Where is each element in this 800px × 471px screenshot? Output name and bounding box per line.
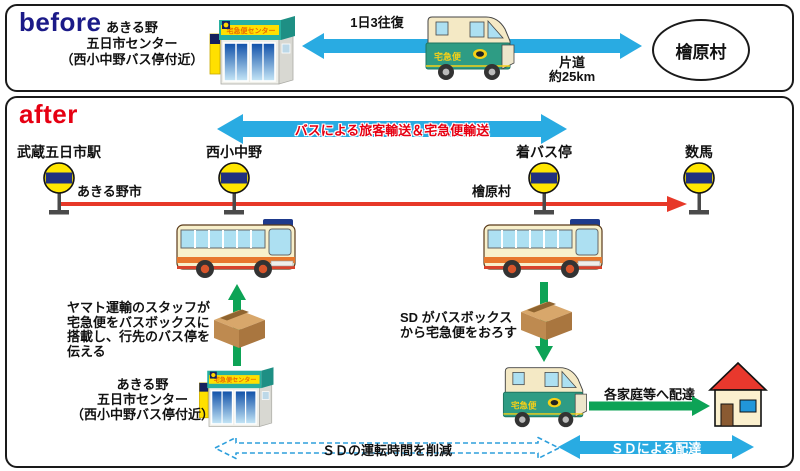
bus-stop-kazuma: 数馬 <box>624 144 774 217</box>
yamato-truck-icon: 宅急便 <box>422 11 517 88</box>
sd-delivery-arrow: ＳＤによる配達 <box>558 435 754 459</box>
bus-stop-arrival: 着バス停 <box>469 144 619 217</box>
truck-side-text: 宅急便 <box>434 51 462 62</box>
parcel-box-icon <box>212 308 267 355</box>
bus-stop-name: 着バス停 <box>516 144 572 160</box>
building-sign-text: 宅急便センター <box>214 376 257 384</box>
after-panel: after バスによる旅客輸送＆宅急便輸送 あきる野市 檜原村 武蔵五日市駅 西… <box>5 96 794 468</box>
arrow-bar: バスによる旅客輸送＆宅急便輸送 <box>243 121 541 138</box>
after-center-name: あきる野 五日市センター （西小中野バス停付近） <box>45 377 240 422</box>
bus-stop-sign-icon <box>218 162 250 215</box>
yamato-center-building-icon: 宅急便センター <box>192 362 280 435</box>
hinohara-village-ellipse: 檜原村 <box>652 19 750 81</box>
center-name-line: 五日市センター <box>96 392 188 407</box>
load-note: ヤマト運輸のスタッフが 宅急便をバスボックスに 搭載し、行先のバス停を 伝える <box>67 300 211 359</box>
load-note-line: 伝える <box>67 343 106 359</box>
sd-time-reduction-arrow: ＳＤの運転時間を削減 <box>212 435 562 461</box>
load-note-line: 搭載し、行先のバス停を <box>67 329 211 344</box>
home-delivery-arrow <box>589 396 710 421</box>
arrow-right-head <box>732 435 754 459</box>
arrow-left-head <box>217 114 243 144</box>
bus-stop-nishikonakano: 西小中野 <box>159 144 309 217</box>
bus-stop-musashi-itsukaichi: 武蔵五日市駅 <box>0 144 134 217</box>
sd-time-reduction-label: ＳＤの運転時間を削減 <box>321 443 452 458</box>
after-label: after <box>19 99 78 129</box>
bus-stop-name: 武蔵五日市駅 <box>17 144 101 160</box>
truck-side-text: 宅急便 <box>511 400 537 410</box>
bus-transport-arrow: バスによる旅客輸送＆宅急便輸送 <box>217 114 567 144</box>
building-sign-text: 宅急便センター <box>227 26 276 35</box>
center-name-line: （西小中野バス停付近） <box>70 407 214 422</box>
load-note-line: ヤマト運輸のスタッフが <box>67 300 211 315</box>
unload-note-line: から宅急便をおろす <box>400 325 518 340</box>
home-delivery-label: 各家庭等へ配達 <box>603 387 695 402</box>
local-bus-icon <box>175 217 297 284</box>
center-name-line: あきる野 <box>116 377 169 392</box>
before-label: before <box>19 7 102 37</box>
yamato-center-building-icon: 宅急便センター <box>207 10 297 93</box>
bus-stop-sign-icon <box>683 162 715 215</box>
region-hinohara-label: 檜原村 <box>472 184 512 199</box>
arrow-left-head <box>558 435 580 459</box>
frequency-label: 1日3往復 <box>350 15 404 30</box>
unload-note-line: SD がバスボックス <box>400 310 513 325</box>
house-icon <box>707 360 769 435</box>
parcel-box-icon <box>519 300 574 347</box>
arrow-right-head <box>620 33 642 59</box>
arrow-right-head <box>541 114 567 144</box>
center-name-line: 五日市センター <box>86 36 178 51</box>
route-line-arrowhead <box>667 196 687 212</box>
arrow-bar: ＳＤによる配達 <box>580 440 732 456</box>
bus-transport-arrow-label: バスによる旅客輸送＆宅急便輸送 <box>294 122 490 138</box>
load-note-line: 宅急便をバスボックスに <box>67 314 210 330</box>
bus-stop-sign-icon <box>43 162 75 215</box>
bus-stop-name: 数馬 <box>685 144 713 160</box>
bus-stop-name: 西小中野 <box>206 144 262 160</box>
unload-note: SD がバスボックス から宅急便をおろす <box>400 310 517 340</box>
center-name-line: （西小中野バス停付近） <box>60 52 204 67</box>
sd-delivery-label: ＳＤによる配達 <box>610 440 702 456</box>
distance-label: 片道 約25km <box>522 56 622 84</box>
yamato-truck-icon: 宅急便 <box>497 362 592 435</box>
arrow-left-head <box>302 33 324 59</box>
before-panel: before あきる野 五日市センター （西小中野バス停付近） <box>5 4 794 92</box>
hinohara-village-label: 檜原村 <box>675 42 727 62</box>
local-bus-icon <box>482 217 604 284</box>
region-akiruno-label: あきる野市 <box>77 184 142 199</box>
route-line <box>59 202 667 206</box>
distance-line: 片道 <box>558 55 585 70</box>
distance-line: 約25km <box>548 69 596 84</box>
bus-stop-sign-icon <box>528 162 560 215</box>
center-name-line: あきる野 <box>106 20 158 35</box>
before-center-name: あきる野 五日市センター （西小中野バス停付近） <box>32 20 232 68</box>
